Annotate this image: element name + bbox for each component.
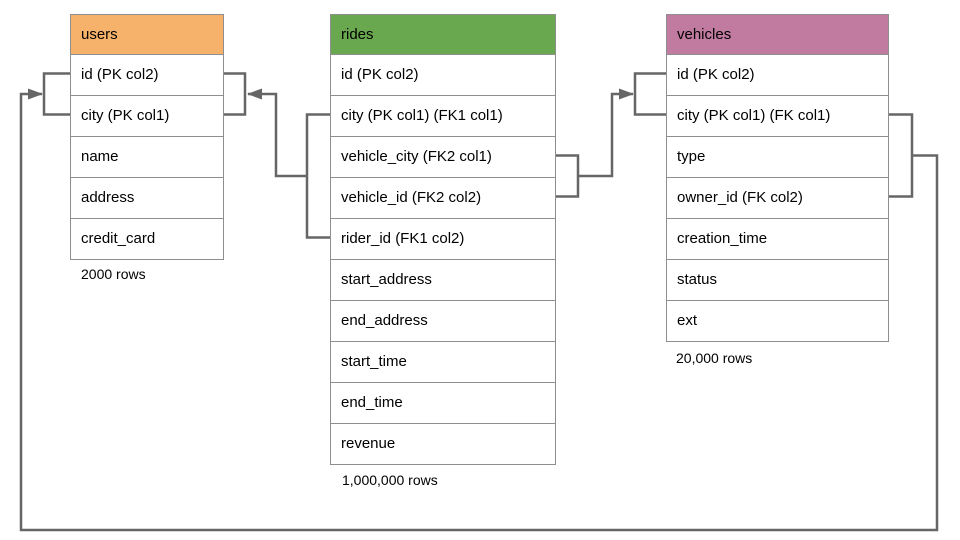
column-rides-start-time: start_time: [331, 341, 555, 382]
vehicles-row-count: 20,000 rows: [676, 350, 753, 366]
column-rides-vehicle-id: vehicle_id (FK2 col2): [331, 177, 555, 218]
column-vehicles-type: type: [667, 136, 888, 177]
table-vehicles: vehicles id (PK col2) city (PK col1) (FK…: [666, 14, 889, 342]
table-users-header: users: [71, 15, 223, 54]
table-vehicles-header: vehicles: [667, 15, 888, 54]
connector-rides-to-users: [222, 72, 330, 239]
rides-row-count: 1,000,000 rows: [342, 472, 438, 488]
column-rides-end-address: end_address: [331, 300, 555, 341]
column-users-name: name: [71, 136, 223, 177]
column-users-address: address: [71, 177, 223, 218]
column-vehicles-owner-id: owner_id (FK col2): [667, 177, 888, 218]
column-rides-revenue: revenue: [331, 423, 555, 464]
column-rides-city: city (PK col1) (FK1 col1): [331, 95, 555, 136]
column-vehicles-creation-time: creation_time: [667, 218, 888, 259]
table-users: users id (PK col2) city (PK col1) name a…: [70, 14, 224, 260]
connector-rides-to-vehicles: [554, 72, 666, 198]
column-users-city: city (PK col1): [71, 95, 223, 136]
column-rides-rider-id: rider_id (FK1 col2): [331, 218, 555, 259]
column-vehicles-status: status: [667, 259, 888, 300]
column-rides-start-address: start_address: [331, 259, 555, 300]
column-users-id: id (PK col2): [71, 54, 223, 95]
column-vehicles-id: id (PK col2): [667, 54, 888, 95]
column-rides-end-time: end_time: [331, 382, 555, 423]
users-row-count: 2000 rows: [81, 266, 146, 282]
column-vehicles-city: city (PK col1) (FK col1): [667, 95, 888, 136]
column-rides-vehicle-city: vehicle_city (FK2 col1): [331, 136, 555, 177]
column-rides-id: id (PK col2): [331, 54, 555, 95]
column-vehicles-ext: ext: [667, 300, 888, 341]
column-users-credit-card: credit_card: [71, 218, 223, 259]
table-rides-header: rides: [331, 15, 555, 54]
table-rides: rides id (PK col2) city (PK col1) (FK1 c…: [330, 14, 556, 465]
